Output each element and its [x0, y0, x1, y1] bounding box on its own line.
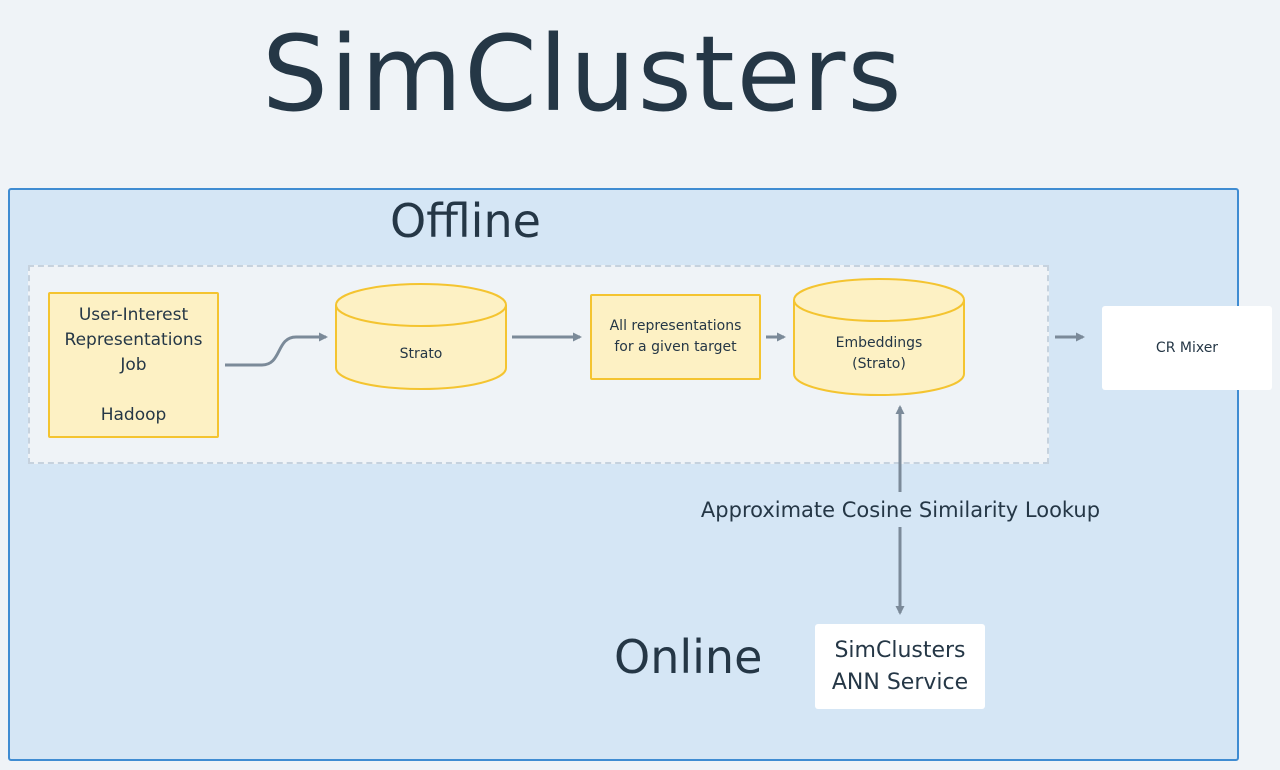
strato-database-icon [335, 283, 507, 390]
node-line: Hadoop [100, 404, 167, 425]
node-line: Strato [399, 345, 443, 362]
embeddings-node: Embeddings (Strato) [794, 328, 964, 380]
node-line: (Strato) [852, 356, 906, 372]
lookup-edge-label: Approximate Cosine Similarity Lookup [698, 494, 1103, 526]
node-line: Representations [64, 329, 203, 350]
edge-job-to-strato [225, 332, 328, 367]
all-representations-node: All representations for a given target [590, 294, 761, 380]
node-line: for a given target [614, 339, 737, 355]
cr-mixer-node: CR Mixer [1102, 306, 1272, 390]
offline-zone-label: Offline [390, 194, 541, 248]
node-line: ANN Service [831, 669, 969, 695]
node-line: Job [120, 354, 147, 375]
diagram-title: SimClusters [262, 13, 904, 135]
node-line: All representations [609, 318, 742, 334]
node-line: SimClusters [834, 637, 966, 663]
node-line: Embeddings [835, 335, 923, 351]
node-line: User-Interest [78, 304, 189, 325]
user-interest-job-node: User-Interest Representations Job Hadoop [48, 292, 219, 438]
online-zone-label: Online [614, 630, 763, 684]
strato-node: Strato [336, 330, 506, 378]
embeddings-database-icon [793, 278, 965, 396]
ann-service-node: SimClusters ANN Service [815, 624, 985, 709]
node-line: CR Mixer [1155, 339, 1219, 356]
